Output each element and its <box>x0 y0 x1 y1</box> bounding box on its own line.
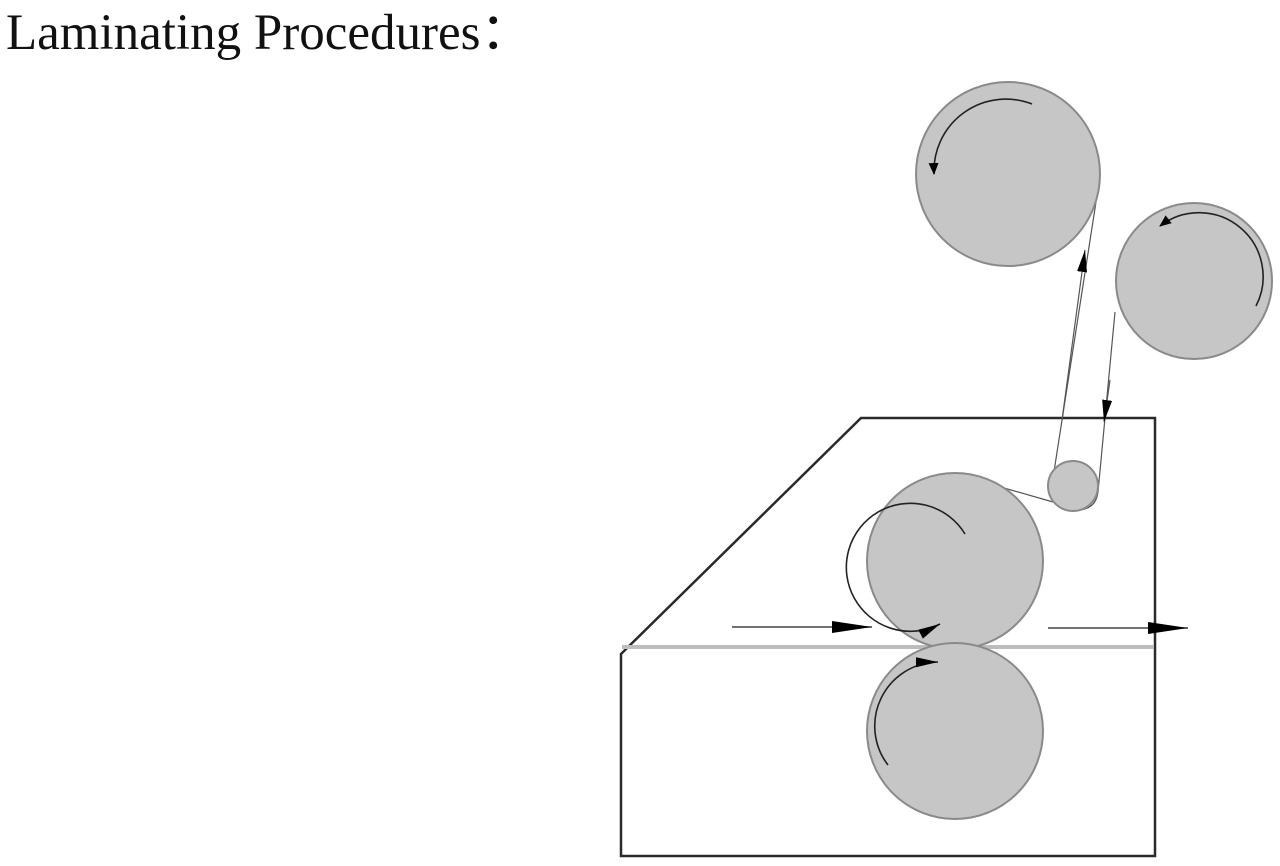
film-down-arrow <box>1102 379 1113 423</box>
page-title: Laminating Procedures： <box>6 5 532 61</box>
film-supply-roll-top <box>915 81 1101 267</box>
lower-laminating-roller <box>866 642 1044 820</box>
rotation-arrow-icon <box>874 657 939 766</box>
film-up-arrow <box>1061 249 1088 421</box>
film-supply-roll-right <box>1115 202 1273 360</box>
rotation-arrow-icon <box>1159 211 1264 307</box>
upper-laminating-roller <box>845 472 1044 650</box>
machine-housing <box>619 416 1157 858</box>
rotation-arrow-icon <box>928 98 1033 175</box>
guide-roller <box>1047 460 1099 512</box>
rotation-arrow-icon <box>845 502 966 639</box>
